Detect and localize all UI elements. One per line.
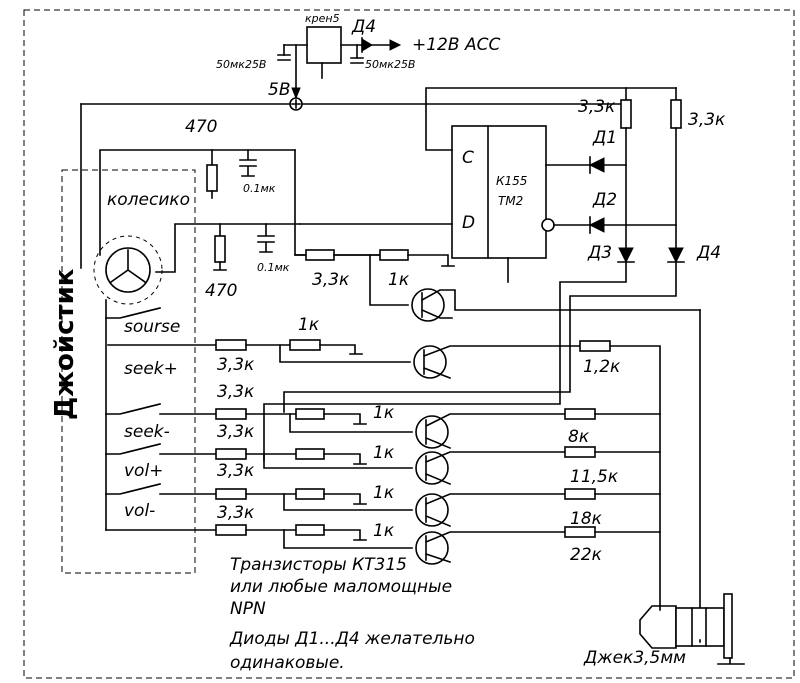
row-vol-plus: vol+ 3,3к 1к 11,5к — [105, 443, 661, 487]
resistor-d4-label: 3,3к — [688, 110, 726, 130]
diode-d1-label: Д1 — [592, 128, 617, 148]
power-supply: крен5 5В 50мк25В 50мк25В Д4 +12В АСС — [216, 12, 500, 100]
wheel-c-top: 0.1мк — [243, 182, 276, 195]
button-seek-minus-label: seek- — [124, 422, 170, 442]
row-sourse: sourse 3,3к 1к 1,2к — [105, 307, 661, 611]
row-vol-plus-rbase: 3,3к — [217, 461, 255, 481]
cap-right-label: 50мк25В — [365, 58, 415, 71]
row-vol-minus-rout: 18к — [570, 509, 603, 529]
note-line-2: или любые маломощные — [230, 577, 452, 597]
ic-k155tm2: C D К155 ТМ2 — [299, 87, 677, 283]
ic-pin-d: D — [462, 213, 475, 233]
row-vol-minus-rpull: 1к — [373, 483, 395, 503]
button-sourse-label: sourse — [124, 317, 180, 337]
row-vol-plus-rpull: 1к — [373, 443, 395, 463]
button-seek-plus-label: seek+ — [124, 359, 178, 379]
notes: Транзисторы КТ315 или любые маломощные N… — [229, 555, 475, 673]
row-vol-plus-rout: 11,5к — [570, 467, 619, 487]
ic-name-2: ТМ2 — [498, 194, 523, 208]
wheel-c-bottom: 0.1мк — [257, 261, 290, 274]
label-12v-acc: +12В АСС — [412, 35, 500, 55]
regulator-label: крен5 — [305, 12, 340, 25]
row-seek-minus-rout: 8к — [568, 427, 590, 447]
row-seek-minus: seek- 3,3к 1к 8к — [105, 403, 661, 450]
diode-network: Д1 Д2 3,3к 3,3к Д3 Д4 — [263, 87, 726, 461]
wheel-r-bottom: 470 — [205, 281, 237, 301]
wheel-encoder: колесико — [93, 149, 301, 305]
row-sourse-rpull: 1к — [298, 315, 320, 335]
resistor-d1-label: 3,3к — [578, 97, 616, 117]
ff-r1-label: 3,3к — [312, 270, 350, 290]
row-bottom: 1к 22к — [105, 521, 661, 565]
note-line-3: NPN — [230, 599, 266, 619]
button-vol-minus-label: vol- — [124, 501, 155, 521]
jack-3-5mm: Джек3,5мм — [583, 593, 745, 668]
joystick-label: Джойстик — [50, 268, 80, 420]
row-vol-minus: vol- 3,3к 1к 18к — [105, 483, 661, 529]
ic-pin-c: C — [462, 148, 474, 168]
note-line-4: Диоды Д1...Д4 желательно — [229, 629, 475, 649]
joystick-module-frame — [61, 169, 196, 574]
row-vol-minus-rbase: 3,3к — [217, 503, 255, 523]
note-line-5: одинаковые. — [230, 653, 345, 673]
ff-r2-label: 1к — [388, 270, 410, 290]
wheel-r-top: 470 — [185, 117, 217, 137]
wheel-label: колесико — [107, 190, 190, 210]
button-vol-plus-label: vol+ — [124, 461, 163, 481]
jack-label: Джек3,5мм — [583, 648, 686, 668]
row-seek-plus-rbase: 3,3к — [217, 382, 255, 402]
row-sourse-rout: 1,2к — [583, 357, 621, 377]
label-5v: 5В — [268, 80, 290, 100]
cap-left-label: 50мк25В — [216, 58, 266, 71]
row-bottom-rout: 22к — [570, 545, 603, 565]
regulator-krenk5 — [306, 26, 342, 64]
row-seek-minus-rpull: 1к — [373, 403, 395, 423]
diode-d2-label: Д2 — [592, 190, 617, 210]
row-sourse-rbase: 3,3к — [217, 355, 255, 375]
diode-d4-label: Д4 — [696, 243, 721, 263]
diode-d4-supply-label: Д4 — [351, 17, 376, 37]
transistor-ff-driver — [411, 288, 701, 643]
ic-name-1: К155 — [496, 174, 527, 188]
row-seek-minus-rbase: 3,3к — [217, 422, 255, 442]
note-line-1: Транзисторы КТ315 — [230, 555, 407, 575]
outer-frame — [23, 9, 795, 679]
diode-d3-label: Д3 — [587, 243, 612, 263]
row-seek-plus: seek+ 3,3к — [124, 359, 255, 402]
row-bottom-rpull: 1к — [373, 521, 395, 541]
